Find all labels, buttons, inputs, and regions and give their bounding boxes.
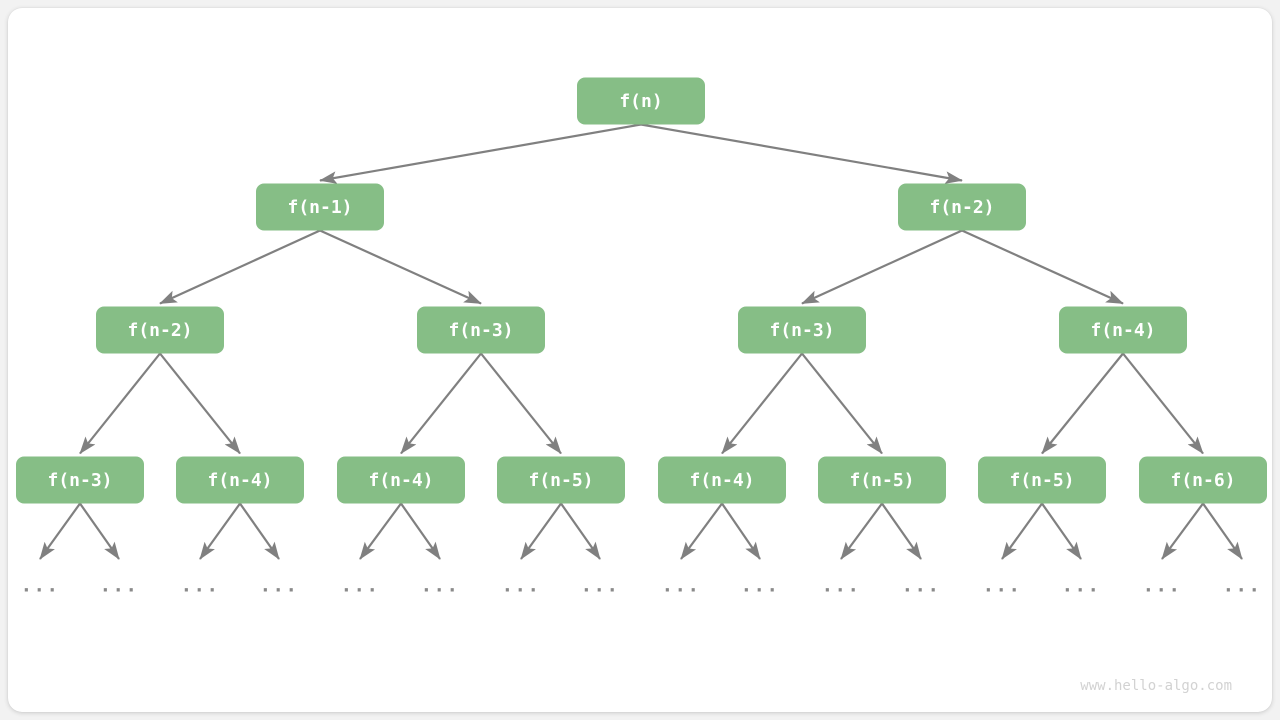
tree-ellipsis: ... bbox=[581, 575, 620, 597]
tree-node-label: f(n-2) bbox=[929, 197, 994, 218]
tree-node-box bbox=[658, 456, 786, 504]
tree-node[interactable]: f(n-1) bbox=[256, 183, 384, 231]
tree-node-label: f(n-3) bbox=[769, 320, 834, 341]
tree-edge bbox=[159, 229, 321, 305]
tree-node-label: f(n-5) bbox=[1009, 470, 1074, 491]
tree-node-box bbox=[256, 183, 384, 231]
tree-ellipsis: ... bbox=[181, 575, 220, 597]
tree-edge bbox=[79, 352, 161, 455]
tree-edge-to-ellipsis bbox=[1202, 502, 1243, 560]
tree-edge-to-ellipsis bbox=[721, 502, 761, 560]
tree-node-label: f(n-4) bbox=[689, 470, 754, 491]
tree-node[interactable]: f(n-3) bbox=[738, 306, 866, 354]
tree-node-label: f(n-3) bbox=[448, 320, 513, 341]
tree-ellipsis: ... bbox=[1143, 575, 1182, 597]
tree-edge-to-ellipsis bbox=[39, 502, 81, 560]
tree-node-label: f(n-6) bbox=[1170, 470, 1235, 491]
tree-ellipsis: ... bbox=[260, 575, 299, 597]
tree-ellipsis: ... bbox=[741, 575, 780, 597]
tree-node-label: f(n-2) bbox=[127, 320, 192, 341]
tree-node-label: f(n-4) bbox=[207, 470, 272, 491]
tree-edge-to-ellipsis bbox=[680, 502, 723, 560]
tree-edge bbox=[319, 123, 642, 184]
tree-ellipsis-row: ........................................… bbox=[21, 575, 1262, 597]
tree-edge-to-ellipsis bbox=[560, 502, 601, 560]
tree-edge-to-ellipsis bbox=[359, 502, 402, 560]
tree-ellipsis: ... bbox=[1062, 575, 1101, 597]
tree-edge bbox=[801, 352, 883, 455]
tree-ellipsis: ... bbox=[983, 575, 1022, 597]
tree-edge-to-ellipsis bbox=[239, 502, 280, 560]
tree-node[interactable]: f(n) bbox=[577, 77, 705, 125]
tree-edge-to-ellipsis bbox=[1041, 502, 1082, 560]
tree-node-box bbox=[577, 77, 705, 125]
tree-node[interactable]: f(n-3) bbox=[417, 306, 545, 354]
tree-node[interactable]: f(n-4) bbox=[658, 456, 786, 504]
tree-nodes: f(n) f(n-1) f(n-2) f(n-2) f(n-3) f(n-3) f(n-4)… bbox=[16, 77, 1267, 504]
tree-edge bbox=[1041, 352, 1124, 455]
tree-node[interactable]: f(n-2) bbox=[96, 306, 224, 354]
tree-ellipsis: ... bbox=[822, 575, 861, 597]
tree-node[interactable]: f(n-5) bbox=[497, 456, 625, 504]
tree-edge bbox=[640, 123, 963, 184]
tree-node-box bbox=[1139, 456, 1267, 504]
tree-node-label: f(n-5) bbox=[849, 470, 914, 491]
tree-node-box bbox=[337, 456, 465, 504]
tree-edge-to-ellipsis bbox=[199, 502, 241, 560]
tree-edge bbox=[801, 229, 963, 305]
tree-edge-to-ellipsis bbox=[79, 502, 120, 560]
tree-node-box bbox=[96, 306, 224, 354]
tree-edge-to-ellipsis bbox=[881, 502, 922, 560]
tree-node-label: f(n-3) bbox=[47, 470, 112, 491]
watermark: www.hello-algo.com bbox=[1080, 678, 1232, 694]
tree-edge bbox=[159, 352, 241, 455]
tree-node-label: f(n-1) bbox=[287, 197, 352, 218]
tree-edge bbox=[721, 352, 803, 455]
tree-node-label: f(n-4) bbox=[368, 470, 433, 491]
tree-ellipsis: ... bbox=[341, 575, 380, 597]
tree-edge-to-ellipsis bbox=[1001, 502, 1043, 560]
tree-node-box bbox=[16, 456, 144, 504]
tree-ellipsis: ... bbox=[1223, 575, 1262, 597]
tree-ellipsis: ... bbox=[502, 575, 541, 597]
tree-node-box bbox=[1059, 306, 1187, 354]
tree-node[interactable]: f(n-6) bbox=[1139, 456, 1267, 504]
tree-node[interactable]: f(n-4) bbox=[337, 456, 465, 504]
tree-ellipsis: ... bbox=[662, 575, 701, 597]
tree-ellipsis: ... bbox=[100, 575, 139, 597]
tree-node-box bbox=[818, 456, 946, 504]
tree-node-box bbox=[898, 183, 1026, 231]
tree-node-box bbox=[497, 456, 625, 504]
tree-edge-to-ellipsis bbox=[400, 502, 441, 560]
tree-edge bbox=[400, 352, 482, 455]
tree-node[interactable]: f(n-5) bbox=[818, 456, 946, 504]
tree-edge-to-ellipsis bbox=[520, 502, 562, 560]
tree-edges bbox=[39, 123, 1243, 560]
tree-node-label: f(n) bbox=[619, 91, 662, 112]
tree-node[interactable]: f(n-5) bbox=[978, 456, 1106, 504]
tree-node-label: f(n-4) bbox=[1090, 320, 1155, 341]
tree-node[interactable]: f(n-4) bbox=[176, 456, 304, 504]
tree-node-box bbox=[978, 456, 1106, 504]
tree-edge-to-ellipsis bbox=[1161, 502, 1204, 560]
tree-edge bbox=[1122, 352, 1204, 455]
tree-ellipsis: ... bbox=[21, 575, 60, 597]
tree-edge bbox=[319, 229, 482, 305]
tree-node-box bbox=[176, 456, 304, 504]
tree-ellipsis: ... bbox=[902, 575, 941, 597]
tree-edge bbox=[961, 229, 1124, 305]
tree-node-box bbox=[738, 306, 866, 354]
tree-ellipsis: ... bbox=[421, 575, 460, 597]
tree-node[interactable]: f(n-4) bbox=[1059, 306, 1187, 354]
tree-edge-to-ellipsis bbox=[840, 502, 883, 560]
tree-node[interactable]: f(n-2) bbox=[898, 183, 1026, 231]
tree-node-label: f(n-5) bbox=[528, 470, 593, 491]
tree-node-box bbox=[417, 306, 545, 354]
tree-edge bbox=[480, 352, 562, 455]
tree-node[interactable]: f(n-3) bbox=[16, 456, 144, 504]
